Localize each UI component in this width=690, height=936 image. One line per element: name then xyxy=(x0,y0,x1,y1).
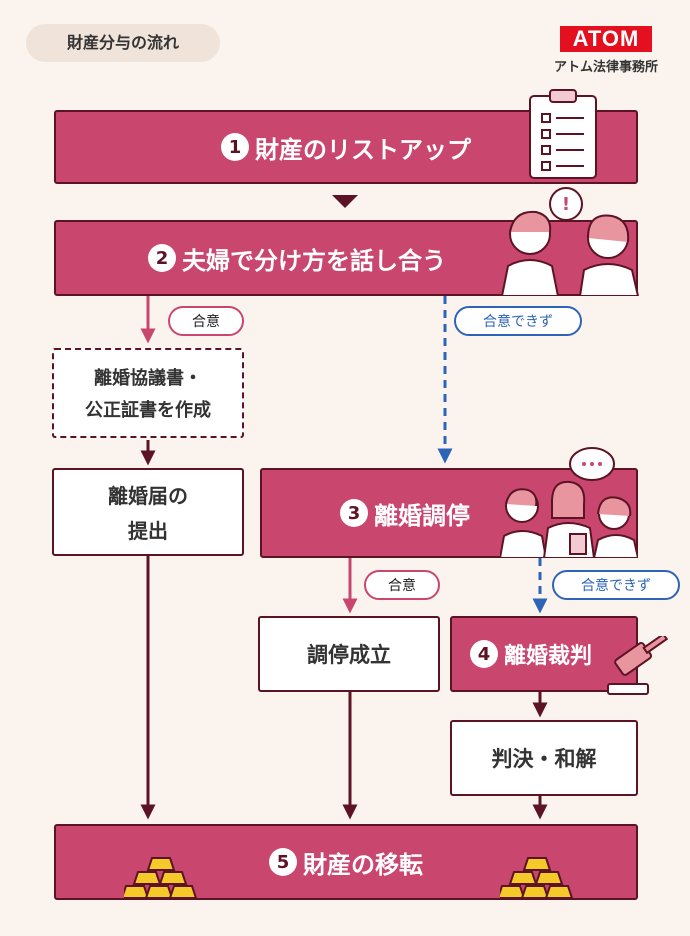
svg-text:!: ! xyxy=(562,194,570,215)
agree-pill-1: 合意 xyxy=(168,306,244,336)
step-1-number: 1 xyxy=(221,133,249,161)
step-3-number: 3 xyxy=(340,499,368,527)
step-5-number: 5 xyxy=(269,848,297,876)
step-1-label: 財産のリストアップ xyxy=(255,135,471,164)
step-2-label: 夫婦で分け方を話し合う xyxy=(182,246,446,275)
step-3-label: 離婚調停 xyxy=(374,501,470,530)
disagree-pill-1: 合意できず xyxy=(454,306,582,336)
couple-talking-icon: ! xyxy=(500,187,640,296)
divorce-notice-line1: 離婚届の xyxy=(108,484,188,508)
agree-pill-2: 合意 xyxy=(364,570,440,600)
divorce-notice-line2: 提出 xyxy=(128,519,168,543)
clipboard-icon xyxy=(529,89,597,179)
gavel-icon xyxy=(607,636,669,695)
judgment-settlement-box: 判決・和解 xyxy=(450,720,638,796)
divorce-notice-box: 離婚届の 提出 xyxy=(52,468,244,556)
title-tag: 財産分与の流れ xyxy=(26,24,220,62)
step-4-number: 4 xyxy=(470,640,498,668)
step-2-number: 2 xyxy=(148,244,176,272)
agreement-document-line2: 公正証書を作成 xyxy=(85,400,211,421)
disagree-pill-2: 合意できず xyxy=(552,570,680,600)
gold-bars-icon xyxy=(124,857,198,899)
step-4-label: 離婚裁判 xyxy=(504,644,593,669)
mediation-success-box: 調停成立 xyxy=(258,616,440,692)
logo-subtitle: アトム法律事務所 xyxy=(553,60,658,75)
mediation-people-icon xyxy=(500,447,638,558)
step-5-label: 財産の移転 xyxy=(303,850,423,879)
agreement-document-line1: 離婚協議書・ xyxy=(94,368,202,389)
agreement-document-box: 離婚協議書・ 公正証書を作成 xyxy=(52,348,244,438)
atom-logo: ATOM xyxy=(560,26,652,52)
step-4-bar: 4 離婚裁判 xyxy=(450,616,638,692)
gold-bars-icon xyxy=(500,857,574,899)
arrow-1-2 xyxy=(332,195,358,208)
